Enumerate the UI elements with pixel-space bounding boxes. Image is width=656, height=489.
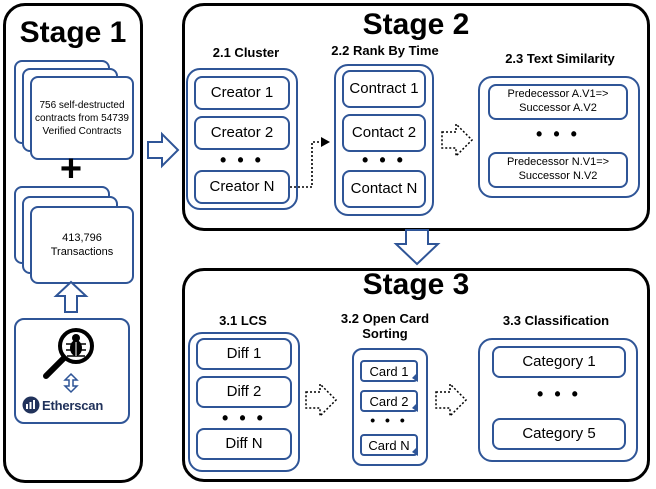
creator-item-2: Creator 2 [194, 116, 290, 150]
transactions-stack-front [30, 206, 134, 284]
dotted-arrow-lcs-to-sorting [305, 382, 338, 418]
arrow-up-to-transactions [53, 280, 89, 313]
dotted-arrow-sorting-to-classification [435, 382, 468, 418]
stage1-title: Stage 1 [19, 16, 127, 49]
pair-item-n: Predecessor N.V1=> Successor N.V2 [488, 152, 628, 188]
dotted-connector-creator-rank [290, 141, 322, 188]
pair-ellipsis: • • • [536, 124, 580, 144]
diff-ellipsis: • • • [222, 408, 266, 428]
category-ellipsis: • • • [537, 384, 581, 404]
card-item-2: Card 2 [360, 390, 418, 412]
card-item-1: Card 1 [360, 360, 418, 382]
arrow-stage1-to-stage2 [147, 131, 180, 169]
card-fold-2 [412, 402, 418, 412]
contract-item-n: Contact N [342, 170, 426, 208]
dotted-arrow-rank-to-similarity [441, 122, 474, 158]
dotted-connector-arrowhead [321, 137, 330, 147]
card-item-n: Card N [360, 434, 418, 456]
pair-item-a: Predecessor A.V1=> Successor A.V2 [488, 84, 628, 120]
diff-item-n: Diff N [196, 428, 292, 460]
card-fold-1 [412, 372, 418, 382]
similarity-label: 2.3 Text Similarity [505, 51, 615, 66]
contracts-source-text: 756 self-destructed contracts from 54739… [35, 99, 129, 137]
category-item-5: Category 5 [492, 418, 626, 450]
search-bug-icon [43, 328, 94, 379]
plus-sign: + [59, 148, 83, 190]
creator-item-n: Creator N [194, 170, 290, 204]
bidirectional-arrow-icon [63, 372, 79, 394]
creator-item-1: Creator 1 [194, 76, 290, 110]
contract-item-1: Contract 1 [342, 70, 426, 108]
etherscan-logo-icon [22, 396, 40, 414]
category-item-1: Category 1 [492, 346, 626, 378]
contract-ellipsis: • • • [362, 150, 406, 170]
transactions-text: 413,796 Transactions [50, 231, 114, 258]
diff-item-1: Diff 1 [196, 338, 292, 370]
contract-item-2: Contact 2 [342, 114, 426, 152]
etherscan-label: Etherscan [42, 398, 104, 413]
card-fold-n [412, 446, 418, 456]
stage2-title: Stage 2 [362, 8, 470, 41]
sorting-label: 3.2 Open Card Sorting [340, 311, 430, 341]
arrow-stage2-to-stage3 [393, 229, 441, 266]
diff-item-2: Diff 2 [196, 376, 292, 408]
stage3-title: Stage 3 [362, 268, 470, 301]
cluster-label: 2.1 Cluster [212, 45, 280, 60]
card-ellipsis: • • • [370, 412, 408, 428]
classification-label: 3.3 Classification [502, 313, 610, 328]
lcs-label: 3.1 LCS [219, 313, 267, 328]
rank-label: 2.2 Rank By Time [331, 43, 439, 58]
contracts-stack-front [30, 76, 134, 160]
creator-ellipsis: • • • [220, 150, 264, 170]
